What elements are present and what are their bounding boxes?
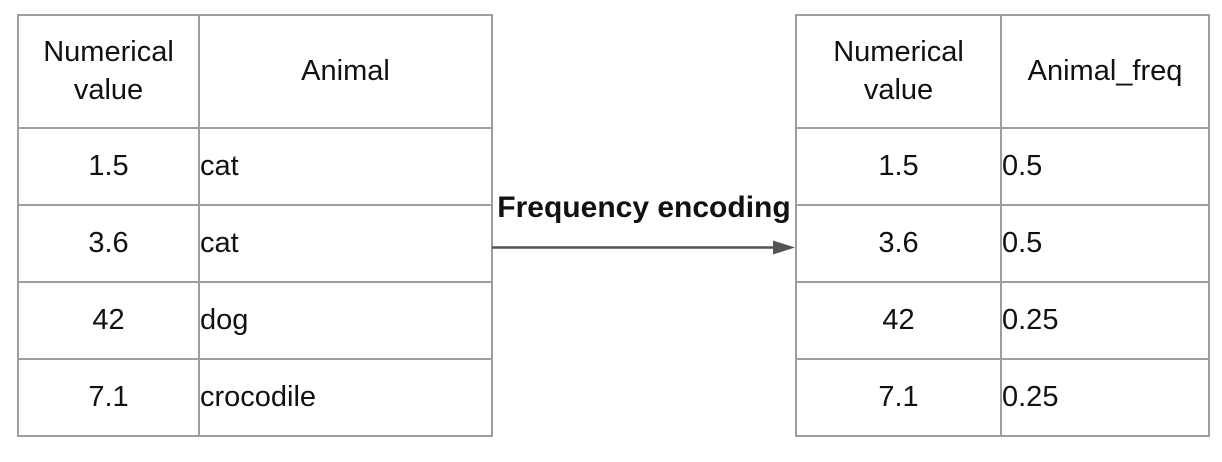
arrow-label: Frequency encoding (497, 191, 791, 224)
column-header-label: Numerical value (43, 35, 174, 106)
cell-animal: cat (198, 204, 493, 283)
cell-animal-freq: 0.25 (1000, 358, 1210, 437)
column-header-label: Numerical value (833, 35, 964, 106)
cell-animal: dog (198, 281, 493, 360)
table-row: 3.6 0.5 (795, 204, 1210, 283)
cell-animal: cat (198, 127, 493, 206)
table-row: 1.5 0.5 (795, 127, 1210, 206)
cell-numerical-value: 1.5 (17, 127, 200, 206)
cell-numerical-value: 1.5 (795, 127, 1002, 206)
cell-numerical-value: 7.1 (17, 358, 200, 437)
source-table: Numerical value Animal 1.5 cat 3.6 cat 4… (17, 14, 493, 437)
column-header-animal-freq: Animal_freq (1000, 14, 1210, 129)
cell-numerical-value: 3.6 (17, 204, 200, 283)
column-header-label: Animal_freq (1027, 54, 1183, 87)
table-header-row: Numerical value Animal_freq (795, 14, 1210, 129)
right-arrow-icon (492, 240, 795, 255)
cell-animal: crocodile (198, 358, 493, 437)
table-row: 42 dog (17, 281, 493, 360)
cell-numerical-value: 7.1 (795, 358, 1002, 437)
cell-animal-freq: 0.25 (1000, 281, 1210, 360)
cell-numerical-value: 42 (795, 281, 1002, 360)
table-row: 3.6 cat (17, 204, 493, 283)
table-row: 42 0.25 (795, 281, 1210, 360)
table-row: 7.1 crocodile (17, 358, 493, 437)
column-header-numerical-value: Numerical value (795, 14, 1002, 129)
column-header-numerical-value: Numerical value (17, 14, 200, 129)
cell-animal-freq: 0.5 (1000, 204, 1210, 283)
cell-animal-freq: 0.5 (1000, 127, 1210, 206)
column-header-animal: Animal (198, 14, 493, 129)
encoded-table: Numerical value Animal_freq 1.5 0.5 3.6 … (795, 14, 1210, 437)
table-row: 7.1 0.25 (795, 358, 1210, 437)
table-row: 1.5 cat (17, 127, 493, 206)
table-header-row: Numerical value Animal (17, 14, 493, 129)
cell-numerical-value: 3.6 (795, 204, 1002, 283)
cell-numerical-value: 42 (17, 281, 200, 360)
column-header-label: Animal (301, 54, 390, 87)
